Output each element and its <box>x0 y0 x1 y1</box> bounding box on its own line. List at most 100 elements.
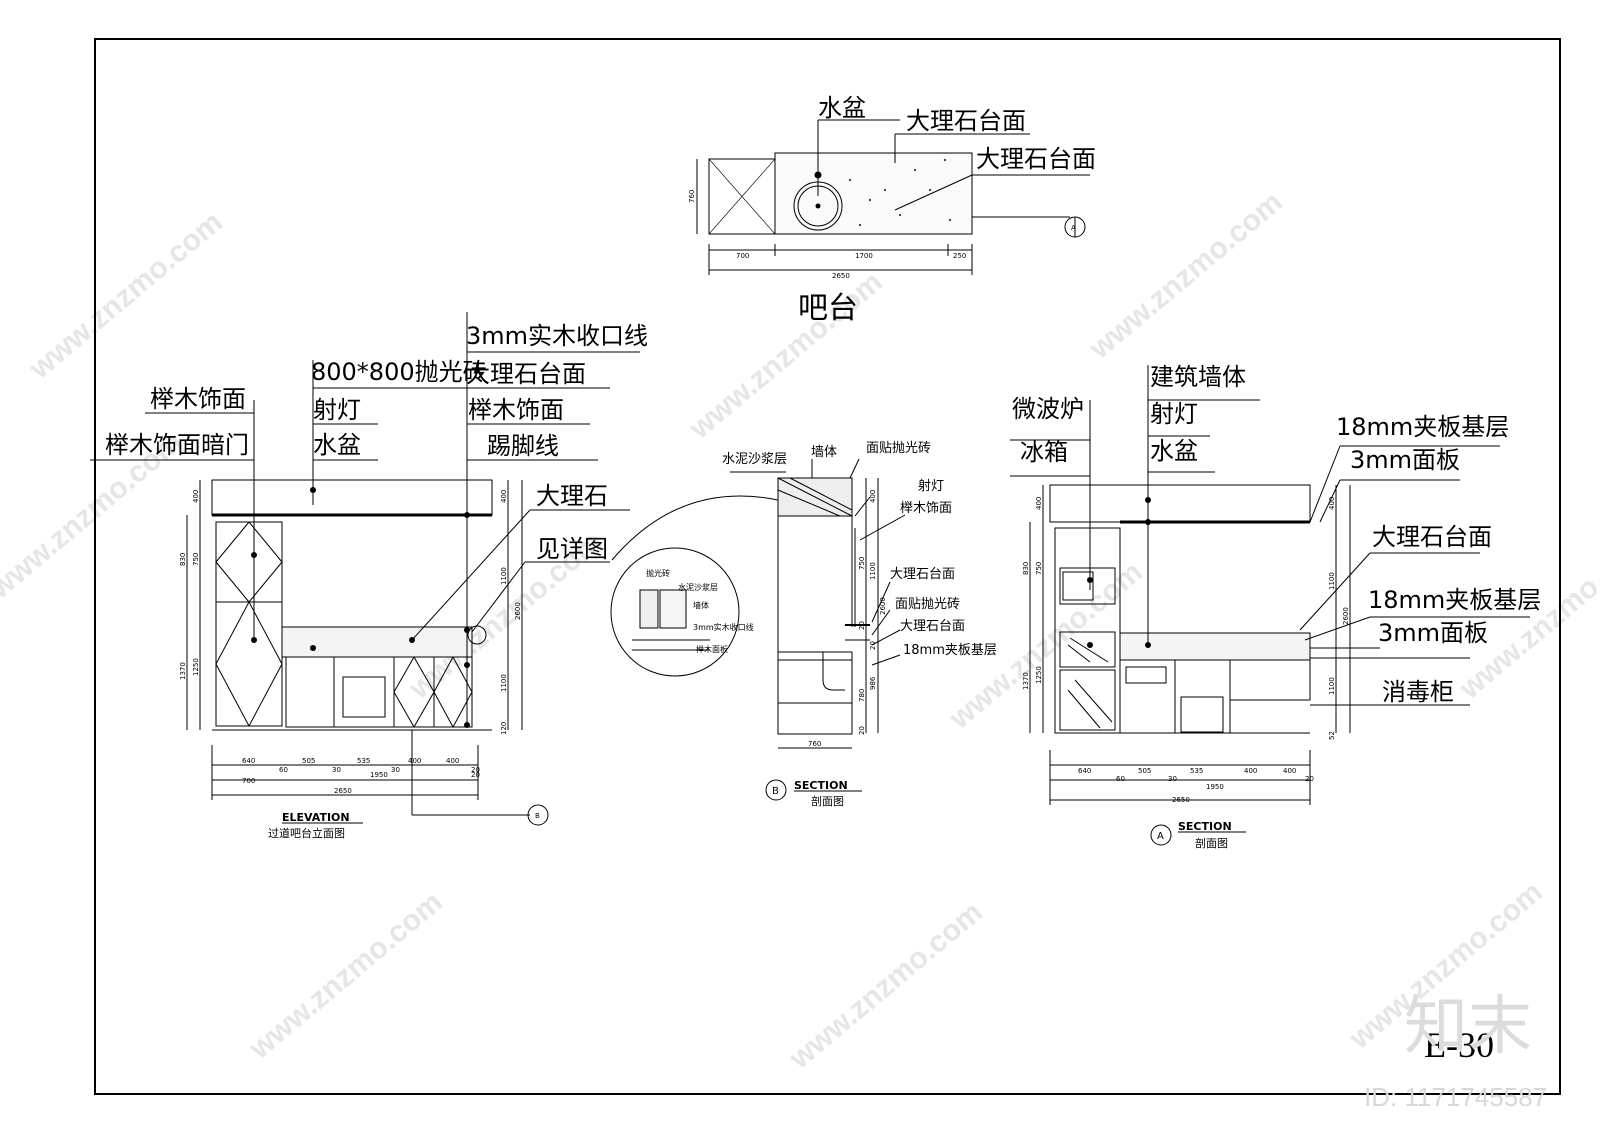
section-a-dim: 830 <box>1022 562 1030 575</box>
section-b-label: 水泥沙浆层 <box>722 452 787 467</box>
section-a-dim: 1250 <box>1035 666 1043 684</box>
elevation-title-en: ELEVATION <box>282 811 350 824</box>
elevation-label: 800*800抛光砖 <box>311 358 487 386</box>
elevation-text: 榉木饰面 榉木饰面暗门 800*800抛光砖 射灯 水盆 3mm实木收口线 大理… <box>105 322 648 840</box>
section-a-label: 微波炉 <box>1012 395 1084 423</box>
watermark-text: www.znzmo.com <box>243 885 449 1066</box>
elevation-label: 见详图 <box>536 535 608 563</box>
section-a-dim: 2650 <box>1172 796 1190 804</box>
section-a-text: 微波炉 冰箱 建筑墙体 射灯 水盆 18mm夹板基层 3mm面板 大理石台面 1… <box>1012 363 1541 850</box>
section-a-dim: 30 <box>1168 775 1177 783</box>
elevation-label: 踢脚线 <box>487 432 559 460</box>
section-b-detail-label: 墙体 <box>693 600 709 610</box>
section-b-label: 面贴抛光砖 <box>866 441 931 456</box>
section-b-detail-label: 抛光砖 <box>646 568 670 578</box>
elevation-dim: 1950 <box>370 771 388 779</box>
section-b-text: 水泥沙浆层 墙体 面贴抛光砖 射灯 榉木饰面 大理石台面 面贴抛光砖 大理石台面… <box>646 441 997 808</box>
section-a-label: 水盆 <box>1150 437 1198 465</box>
elevation-label: 榉木饰面 <box>468 396 564 424</box>
section-b-dim: 986 <box>869 676 877 690</box>
section-b-label: 墙体 <box>811 445 837 460</box>
section-b-dim: 1100 <box>869 562 877 580</box>
section-b-label: 大理石台面 <box>900 619 965 634</box>
plan-title: 吧台 <box>798 291 858 326</box>
section-a-dim: 52 <box>1328 731 1336 740</box>
section-b-label: 大理石台面 <box>890 567 955 582</box>
plan-dim: 2650 <box>832 272 850 280</box>
section-b-detail-label: 3mm实木收口线 <box>693 622 754 632</box>
plan-label-marble-top: 大理石台面 <box>906 107 1026 135</box>
watermark-text: www.znzmo.com <box>1083 185 1289 366</box>
watermark-text: www.znzmo.com <box>783 895 989 1076</box>
section-b-dim: 20 <box>858 621 866 630</box>
watermark-id: ID: 1171745587 <box>1364 1082 1547 1112</box>
section-a-dim: 750 <box>1035 562 1043 575</box>
elevation-dim: 535 <box>357 757 370 765</box>
section-a-label: 射灯 <box>1150 400 1198 428</box>
elevation-label: 3mm实木收口线 <box>466 322 648 350</box>
watermark-text: www.znzmo.com <box>23 205 229 386</box>
section-a-dim: 400 <box>1283 767 1296 775</box>
elevation-dim: 700 <box>242 777 255 785</box>
section-b-dim: 400 <box>869 490 877 503</box>
section-b-dim: 20 <box>869 641 877 650</box>
section-a-label: 冰箱 <box>1020 438 1068 466</box>
elevation-dim: 400 <box>500 490 508 503</box>
section-b-detail-label: 水泥沙浆层 <box>678 582 718 592</box>
plan-dim: 700 <box>736 252 749 260</box>
section-b-drawing <box>610 458 906 749</box>
elevation-label: 水盆 <box>313 431 361 459</box>
elevation-label: 大理石 <box>536 482 608 510</box>
section-b-detail-label: 榉木面板 <box>696 644 728 654</box>
section-b-dim: 2600 <box>879 597 887 615</box>
elevation-dim: 1100 <box>500 567 508 585</box>
section-a-dim: 400 <box>1328 497 1336 510</box>
elevation-section-marker: B <box>535 812 540 820</box>
section-a-dim: 640 <box>1078 767 1091 775</box>
section-a-label: 消毒柜 <box>1382 678 1454 706</box>
section-a-label: 大理石台面 <box>1372 523 1492 551</box>
section-a-dim: 2600 <box>1342 607 1350 625</box>
elevation-dim: 1370 <box>179 662 187 680</box>
elevation-dim: 30 <box>391 766 400 774</box>
elevation-label: 射灯 <box>313 396 361 424</box>
elevation-dim: 400 <box>192 490 200 503</box>
elevation-dim: 60 <box>279 766 288 774</box>
plan-dim: 1700 <box>855 252 873 260</box>
elevation-dim: 30 <box>332 766 341 774</box>
elevation-label: 榉木饰面 <box>150 385 246 413</box>
section-b-label: 榉木饰面 <box>900 501 952 516</box>
section-a-title-cn: 剖面图 <box>1195 836 1228 850</box>
section-a-dim: 1100 <box>1328 572 1336 590</box>
section-b-title-en: SECTION <box>794 779 848 792</box>
elevation-dim: 20 <box>471 771 480 779</box>
section-a-dim: 1370 <box>1022 672 1030 690</box>
section-a-points <box>1087 497 1151 648</box>
section-b-dim: 780 <box>858 689 866 702</box>
section-a-label: 建筑墙体 <box>1150 363 1246 391</box>
elevation-title-cn: 过道吧台立面图 <box>268 826 345 840</box>
plan-dim: 250 <box>953 252 966 260</box>
section-b-label: 面贴抛光砖 <box>895 597 960 612</box>
section-b-dim: 20 <box>858 726 866 735</box>
elevation-dim: 400 <box>408 757 421 765</box>
plan-dim: 760 <box>688 190 696 203</box>
section-a-dim: 60 <box>1116 775 1125 783</box>
elevation-dim: 1100 <box>500 674 508 692</box>
section-a-dim: 535 <box>1190 767 1203 775</box>
section-b-dim: 750 <box>858 557 866 570</box>
elevation-dim: 830 <box>179 553 187 566</box>
section-a-dim: 1100 <box>1328 677 1336 695</box>
elevation-dim: 20 <box>471 766 480 774</box>
elevation-dim: 400 <box>446 757 459 765</box>
elevation-dim: 2650 <box>334 787 352 795</box>
elevation-label: 大理石台面 <box>466 360 586 388</box>
section-b-dim: 760 <box>808 740 821 748</box>
drawing-number: E-30 <box>1424 1025 1494 1065</box>
plan-section-marker: A <box>1071 224 1076 232</box>
section-a-dim: 400 <box>1244 767 1257 775</box>
section-a-dim: 1950 <box>1206 783 1224 791</box>
section-a-dim: 505 <box>1138 767 1151 775</box>
section-a-marker: A <box>1157 831 1164 842</box>
